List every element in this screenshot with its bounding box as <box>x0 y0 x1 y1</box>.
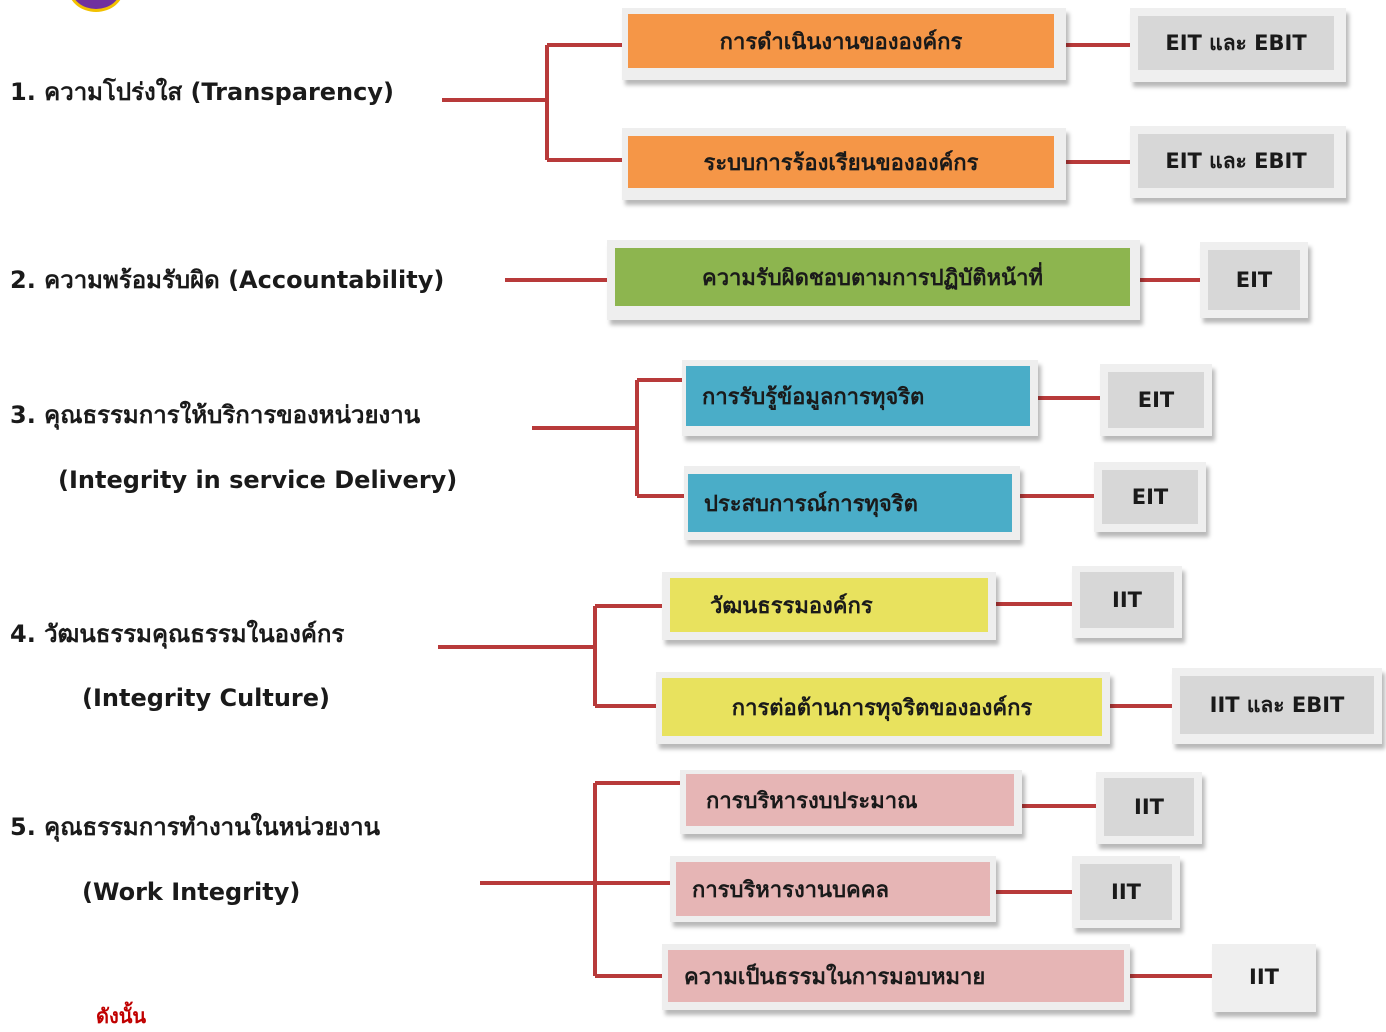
group4-item1-box: วัฒนธรรมองค์กร <box>662 572 996 640</box>
group1-item1-box: การดำเนินงานขององค์กร <box>622 8 1066 80</box>
group1-item1-tag: EIT และ EBIT <box>1138 16 1334 70</box>
group1-item1-label: การดำเนินงานขององค์กร <box>628 14 1054 68</box>
group3-subtitle: (Integrity in service Delivery) <box>58 466 458 494</box>
footnote: ดังนั้น <box>96 1004 147 1028</box>
group1-title: 1. ความโปร่งใส (Transparency) <box>10 78 394 106</box>
group2-item1-tag: EIT <box>1208 250 1300 310</box>
group5-item1-box: การบริหารงบประมาณ <box>680 770 1022 834</box>
group5-item3-label: ความเป็นธรรมในการมอบหมาย <box>668 950 1124 1002</box>
group4-item2-label: การต่อต้านการทุจริตขององค์กร <box>662 678 1102 736</box>
group2-item1-label: ความรับผิดชอบตามการปฏิบัติหน้าที่ <box>615 248 1130 306</box>
group5-item3-tag: IIT <box>1220 950 1308 1004</box>
group1-item2-label: ระบบการร้องเรียนขององค์กร <box>628 136 1054 188</box>
group4-item1-tag: IIT <box>1080 572 1174 628</box>
group5-title: 5. คุณธรรมการทำงานในหน่วยงาน <box>10 813 381 841</box>
group3-item2-tag-box: EIT <box>1094 462 1206 532</box>
group5-item2-tag: IIT <box>1080 864 1172 920</box>
group2-item1-tag-box: EIT <box>1200 242 1308 318</box>
group5-item1-tag: IIT <box>1104 778 1194 836</box>
group1-item2-tag: EIT และ EBIT <box>1138 134 1334 188</box>
group3-item2-tag: EIT <box>1102 470 1198 524</box>
group2-item1-box: ความรับผิดชอบตามการปฏิบัติหน้าที่ <box>607 240 1140 320</box>
group1-item2-box: ระบบการร้องเรียนขององค์กร <box>622 128 1066 200</box>
group5-item1-label: การบริหารงบประมาณ <box>686 774 1014 826</box>
group3-item1-box: การรับรู้ข้อมูลการทุจริต <box>682 360 1038 436</box>
group5-subtitle: (Work Integrity) <box>82 878 301 906</box>
group1-item1-tag-box: EIT และ EBIT <box>1130 8 1346 82</box>
group4-item2-box: การต่อต้านการทุจริตขององค์กร <box>656 672 1110 744</box>
group3-item2-box: ประสบการณ์การทุจริต <box>684 466 1020 540</box>
group5-item2-box: การบริหารงานบคคล <box>670 856 996 922</box>
group4-item1-label: วัฒนธรรมองค์กร <box>670 578 988 632</box>
group4-item2-tag: IIT และ EBIT <box>1180 676 1374 734</box>
group4-item2-tag-box: IIT และ EBIT <box>1172 668 1382 744</box>
group5-item2-tag-box: IIT <box>1072 856 1180 928</box>
group3-item2-label: ประสบการณ์การทุจริต <box>688 474 1012 532</box>
group4-item1-tag-box: IIT <box>1072 566 1182 638</box>
group4-subtitle: (Integrity Culture) <box>82 684 331 712</box>
group3-item1-label: การรับรู้ข้อมูลการทุจริต <box>686 366 1030 426</box>
group5-item2-label: การบริหารงานบคคล <box>676 862 990 916</box>
group2-title: 2. ความพร้อมรับผิด (Accountability) <box>10 266 445 294</box>
group4-title: 4. วัฒนธรรมคุณธรรมในองค์กร <box>10 620 345 648</box>
group3-item1-tag-box: EIT <box>1100 364 1212 436</box>
group3-title: 3. คุณธรรมการให้บริการของหน่วยงาน <box>10 401 421 429</box>
group5-item1-tag-box: IIT <box>1096 772 1202 844</box>
group3-item1-tag: EIT <box>1108 372 1204 428</box>
group5-item3-tag-box: IIT <box>1212 944 1316 1012</box>
group5-item3-box: ความเป็นธรรมในการมอบหมาย <box>662 944 1130 1010</box>
group1-item2-tag-box: EIT และ EBIT <box>1130 126 1346 198</box>
